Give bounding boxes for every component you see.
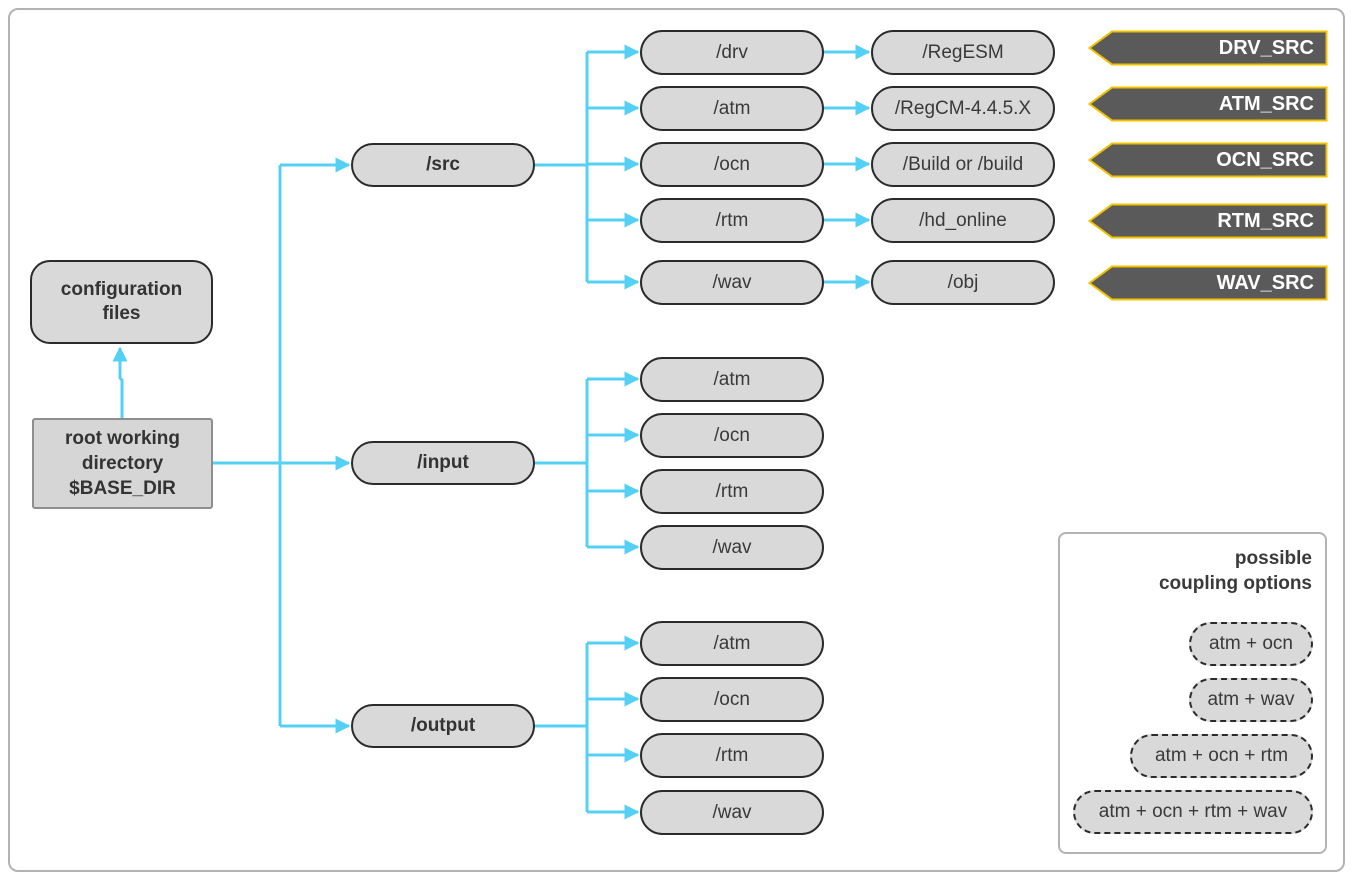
env-var-tag: ATM_SRC bbox=[1088, 86, 1328, 122]
output-node: /output bbox=[351, 704, 535, 748]
input-node: /input bbox=[351, 441, 535, 485]
input-child-node: /rtm bbox=[640, 469, 824, 514]
root-directory-node: root working directory $BASE_DIR bbox=[32, 418, 213, 509]
source-target-node: /RegCM-4.4.5.X bbox=[871, 86, 1055, 131]
src-child-node: /ocn bbox=[640, 142, 824, 187]
input-child-node: /wav bbox=[640, 525, 824, 570]
env-var-tag: DRV_SRC bbox=[1088, 30, 1328, 66]
tag-shape bbox=[1088, 142, 1328, 178]
output-child-node: /wav bbox=[640, 790, 824, 835]
tag-shape bbox=[1088, 265, 1328, 301]
input-child-node: /ocn bbox=[640, 413, 824, 458]
src-child-node: /rtm bbox=[640, 198, 824, 243]
source-target-node: /obj bbox=[871, 260, 1055, 305]
env-var-tag: OCN_SRC bbox=[1088, 142, 1328, 178]
configuration-files-node: configuration files bbox=[30, 260, 213, 344]
env-var-label: ATM_SRC bbox=[1218, 93, 1314, 115]
legend-title: possible coupling options bbox=[1158, 548, 1312, 594]
src-node: /src bbox=[351, 143, 535, 187]
tag-shape bbox=[1088, 86, 1328, 122]
input-child-node: /atm bbox=[640, 357, 824, 402]
tag-shape bbox=[1088, 30, 1328, 66]
output-child-node: /ocn bbox=[640, 677, 824, 722]
env-var-label: OCN_SRC bbox=[1216, 149, 1314, 171]
connector-root-config bbox=[112, 346, 128, 418]
source-target-node: /RegESM bbox=[871, 30, 1055, 75]
coupling-options-legend: possible coupling options atm + ocn atm … bbox=[1058, 532, 1327, 854]
coupling-option: atm + ocn + rtm bbox=[1130, 734, 1313, 778]
env-var-label: WAV_SRC bbox=[1216, 272, 1314, 294]
env-var-tag: RTM_SRC bbox=[1088, 203, 1328, 239]
coupling-option: atm + ocn bbox=[1189, 622, 1313, 666]
coupling-option: atm + wav bbox=[1189, 678, 1313, 722]
src-child-node: /drv bbox=[640, 30, 824, 75]
src-child-node: /atm bbox=[640, 86, 824, 131]
source-target-node: /hd_online bbox=[871, 198, 1055, 243]
tag-shape bbox=[1088, 203, 1328, 239]
source-target-node: /Build or /build bbox=[871, 142, 1055, 187]
output-child-node: /atm bbox=[640, 621, 824, 666]
env-var-tag: WAV_SRC bbox=[1088, 265, 1328, 301]
output-child-node: /rtm bbox=[640, 733, 824, 778]
env-var-label: DRV_SRC bbox=[1218, 37, 1314, 59]
env-var-label: RTM_SRC bbox=[1217, 210, 1314, 232]
src-child-node: /wav bbox=[640, 260, 824, 305]
coupling-option: atm + ocn + rtm + wav bbox=[1073, 790, 1313, 834]
diagram-frame bbox=[8, 8, 1345, 872]
